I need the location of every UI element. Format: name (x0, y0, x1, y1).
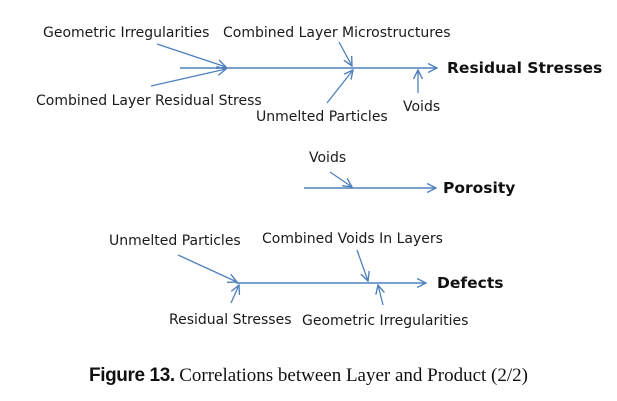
defects-residual-stresses-branch-arrow (230, 285, 239, 304)
defects-cause-residual-stresses: Residual Stresses (169, 312, 292, 328)
defects-cause-geometric-irregularities: Geometric Irregularities (302, 313, 469, 329)
defects-cause-combined-voids-in-layers: Combined Voids In Layers (262, 231, 443, 247)
porosity-cause-voids: Voids (309, 150, 347, 166)
defects-unmelted-particles-branch-arrow (177, 254, 237, 282)
unmelted-particles-branch-arrow (326, 70, 353, 104)
defects-cause-unmelted-particles: Unmelted Particles (109, 233, 241, 249)
combined-layer-residual-stress-branch-arrow (150, 69, 226, 87)
figure-caption-label: Figure 13. (89, 365, 175, 386)
geometric-irregularities-branch-arrow (156, 43, 226, 67)
combined-layer-microstructures-branch-arrow (338, 41, 352, 66)
combined-voids-in-layers-branch-arrow (356, 249, 368, 281)
effect-porosity: Porosity (443, 179, 516, 197)
cause-combined-layer-microstructures: Combined Layer Microstructures (223, 25, 451, 41)
figure-caption: Figure 13. Correlations between Layer an… (0, 366, 617, 385)
cause-geometric-irregularities: Geometric Irregularities (43, 25, 210, 41)
effect-residual-stresses: Residual Stresses (447, 59, 603, 77)
defects-geometric-irregularities-branch-arrow (378, 285, 383, 306)
figure-caption-text: Correlations between Layer and Product (… (179, 365, 528, 386)
cause-unmelted-particles: Unmelted Particles (256, 109, 388, 125)
porosity-voids-branch-arrow (329, 171, 352, 187)
effect-defects: Defects (437, 274, 504, 292)
cause-voids: Voids (403, 99, 441, 115)
cause-combined-layer-residual-stress: Combined Layer Residual Stress (36, 93, 262, 109)
